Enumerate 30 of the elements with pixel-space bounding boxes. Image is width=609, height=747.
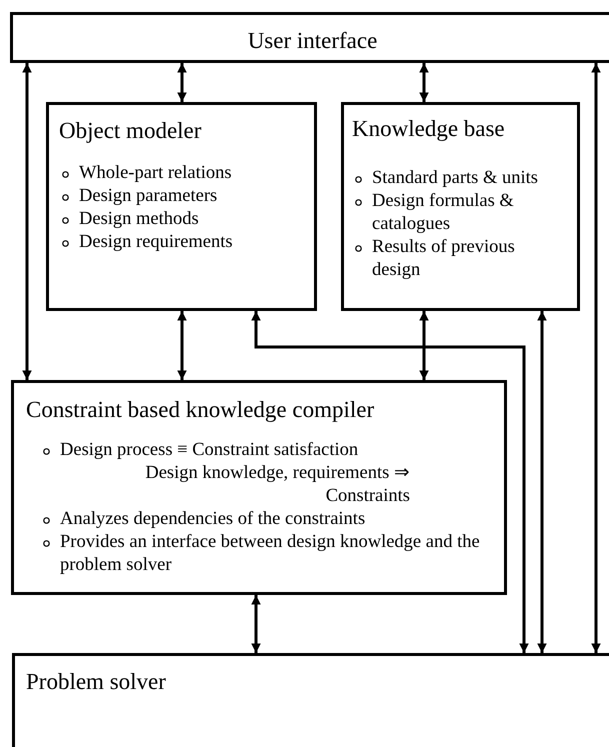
component-box xyxy=(11,380,507,595)
arrow xyxy=(251,311,529,653)
arrow xyxy=(22,63,32,380)
component-title: Object modeler xyxy=(59,119,202,142)
component-box xyxy=(341,102,580,311)
bullet-item: Results of previous design xyxy=(352,236,552,282)
bullet-item: Standard parts & units xyxy=(352,167,552,190)
bullet-item: Design formulas & catalogues xyxy=(352,190,552,236)
arrow xyxy=(419,311,429,380)
arrow xyxy=(177,63,187,102)
arrow xyxy=(537,311,547,653)
bullet-item: Design requirements xyxy=(59,231,309,254)
arrow xyxy=(591,63,601,653)
component-band xyxy=(10,12,609,63)
arrow xyxy=(419,63,429,102)
component-title: Constraint based knowledge compiler xyxy=(26,398,374,421)
component-band xyxy=(12,653,609,747)
list-text: Design knowledge, requirements ⇒ Constraints xyxy=(144,462,410,508)
component-title: User interface xyxy=(246,29,378,52)
component-title: Problem solver xyxy=(26,670,166,693)
bullet-item: Design process ≡ Constraint satisfaction xyxy=(40,439,500,462)
component-title: Knowledge base xyxy=(352,117,505,140)
component-box xyxy=(46,102,317,311)
arrow xyxy=(251,595,261,653)
bullet-item: Design methods xyxy=(59,208,309,231)
arrow xyxy=(177,311,187,380)
bullet-item: Design parameters xyxy=(59,185,309,208)
bullet-item: Whole-part relations xyxy=(59,162,309,185)
bullet-item: Provides an interface between design knowledge and the problem solver xyxy=(40,531,500,577)
bullet-item: Analyzes dependencies of the constraints xyxy=(40,508,500,531)
